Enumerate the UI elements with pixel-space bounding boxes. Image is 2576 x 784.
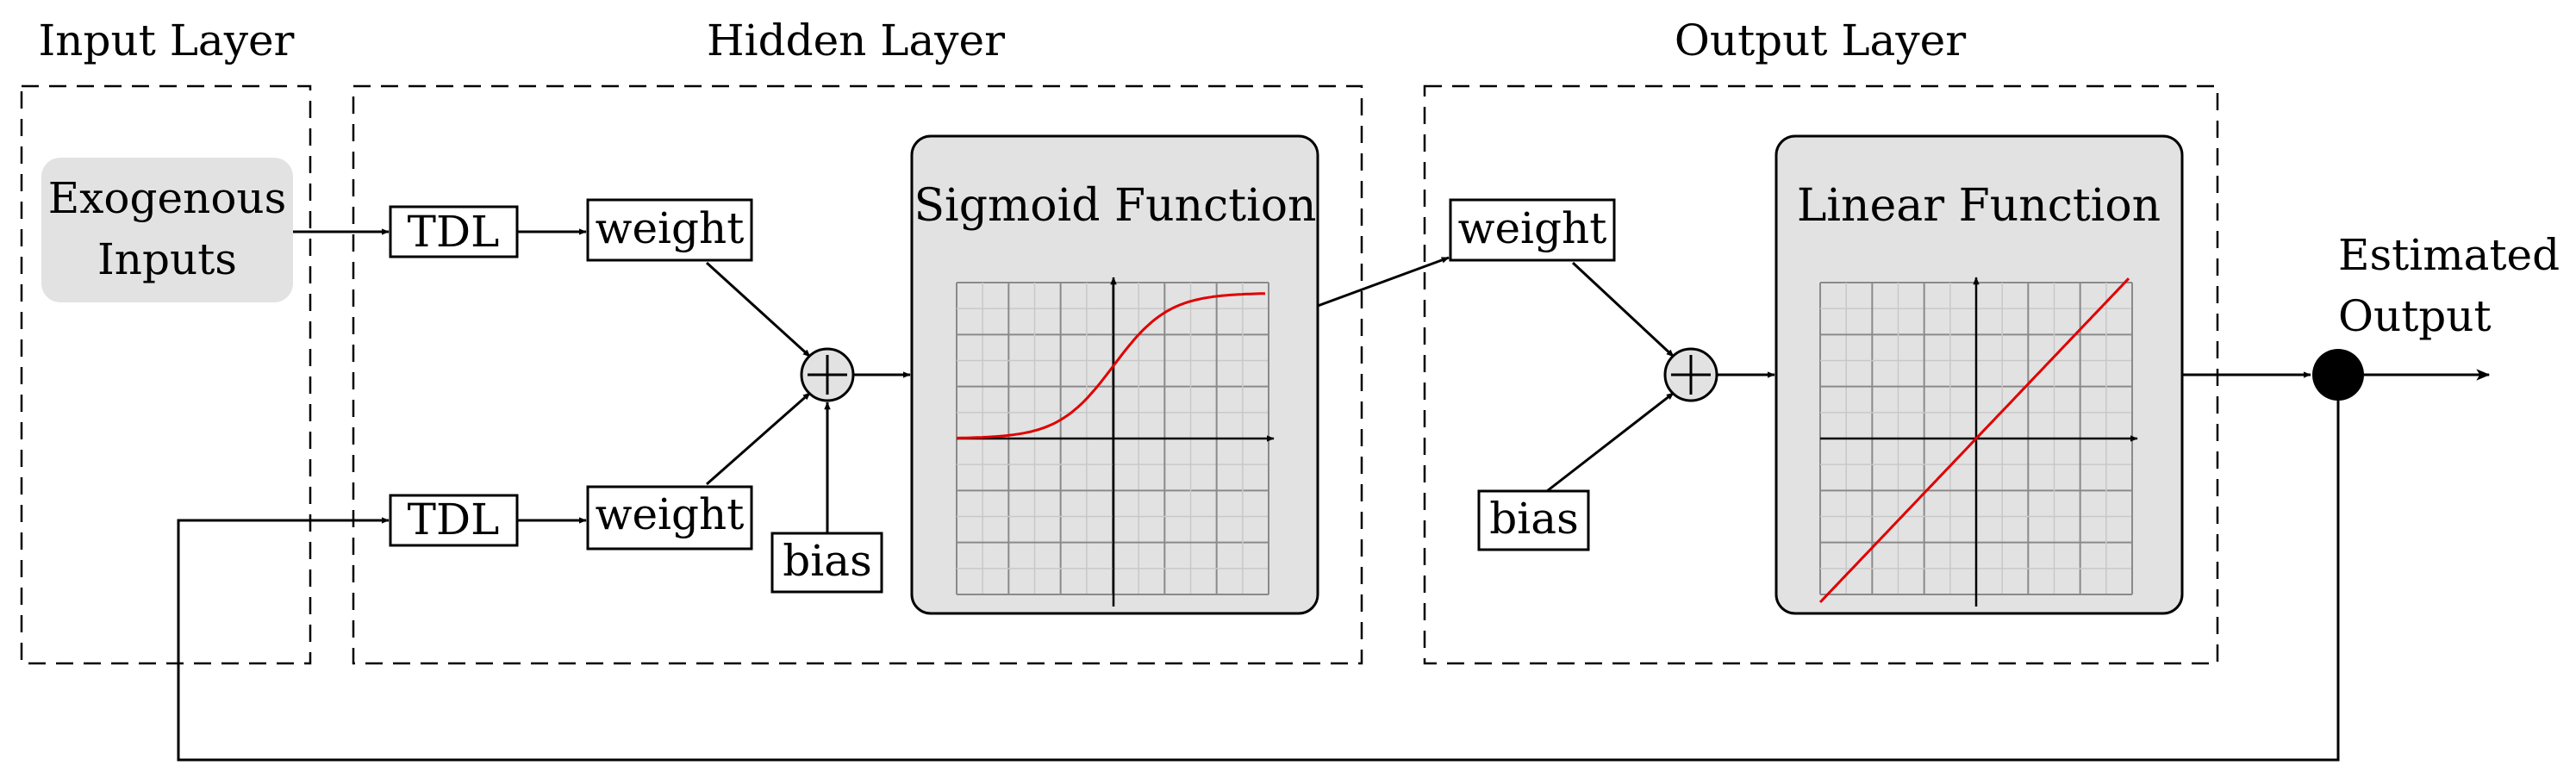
tdl-box-bottom: [389, 494, 519, 547]
output-bias-box: [1477, 489, 1590, 551]
sigmoid-plot: [956, 277, 1275, 607]
output-bias-label: bias: [1489, 494, 1578, 544]
input-layer-title: Input Layer: [39, 16, 295, 65]
hidden-bias-box: [770, 532, 883, 594]
hidden-weight-bottom-label: weight: [596, 489, 745, 539]
output-weight-box: [1449, 198, 1616, 262]
hidden-sum-node: [800, 347, 855, 402]
tdl-top-label: TDL: [408, 207, 500, 257]
hidden-weight-top-label: weight: [596, 203, 745, 253]
hidden-bias-label: bias: [783, 536, 871, 586]
hidden-weight-box-top: [586, 198, 753, 262]
exogenous-inputs-label-line2: Inputs: [97, 234, 237, 284]
sigmoid-curve: [957, 292, 1266, 439]
estimated-output-node: [2312, 349, 2364, 401]
tdl-box-top: [389, 205, 519, 258]
hidden-layer-region: [352, 84, 1363, 665]
output-layer-title: Output Layer: [1675, 16, 1966, 65]
linear-plot: [1818, 277, 2138, 607]
linear-curve: [1818, 277, 2130, 604]
connections: [177, 228, 2491, 762]
exogenous-inputs-node: [41, 158, 293, 302]
linear-function-title: Linear Function: [1797, 180, 2161, 232]
input-layer-region: [20, 84, 312, 665]
sigmoid-function-title: Sigmoid Function: [914, 180, 1316, 232]
exogenous-inputs-label-line1: Exogenous: [48, 173, 287, 223]
output-weight-label: weight: [1458, 203, 1607, 253]
hidden-layer-title: Hidden Layer: [707, 16, 1005, 65]
estimated-output-label-line2: Output: [2338, 291, 2492, 341]
hidden-weight-box-bottom: [586, 485, 753, 551]
estimated-output-label-line1: Estimated: [2338, 230, 2560, 280]
tdl-bottom-label: TDL: [408, 495, 500, 544]
